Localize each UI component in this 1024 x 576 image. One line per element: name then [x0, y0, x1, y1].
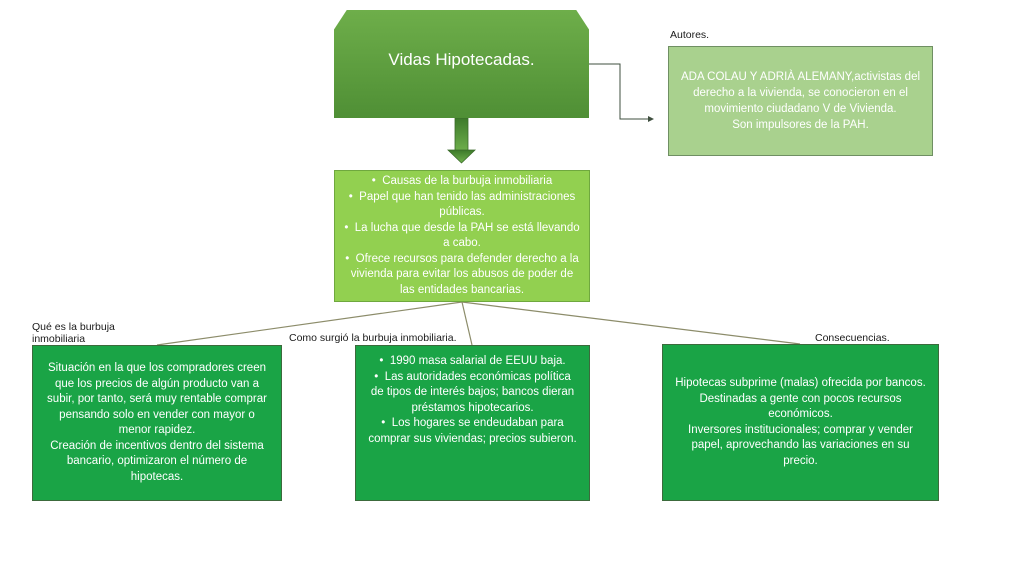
consecuencias-label: Consecuencias.	[815, 332, 890, 344]
que-es-box: Situación en la que los compradores cree…	[32, 345, 282, 501]
que-es-label: Qué es la burbuja inmobiliaria	[32, 321, 115, 345]
down-arrow-icon	[447, 117, 476, 164]
branch-lines	[156, 301, 801, 346]
list-item: La lucha que desde la PAH se está llevan…	[343, 221, 581, 252]
topics-list: Causas de la burbuja inmobiliaria Papel …	[343, 174, 581, 298]
list-item: Ofrece recursos para defender derecho a …	[343, 252, 581, 299]
topics-box: Causas de la burbuja inmobiliaria Papel …	[334, 170, 590, 302]
authors-label: Autores.	[670, 29, 710, 41]
list-item: Papel que han tenido las administracione…	[343, 190, 581, 221]
elbow-arrow-to-authors	[589, 63, 654, 122]
consecuencias-box: Hipotecas subprime (malas) ofrecida por …	[662, 344, 939, 501]
authors-box: ADA COLAU Y ADRIÀ ALEMANY,activistas del…	[668, 46, 933, 156]
como-surgio-box: 1990 masa salarial de EEUU baja. Las aut…	[355, 345, 590, 501]
list-item: Los hogares se endeudaban para comprar s…	[368, 416, 577, 447]
authors-text: ADA COLAU Y ADRIÀ ALEMANY,activistas del…	[680, 71, 921, 131]
como-surgio-label: Como surgió la burbuja inmobiliaria.	[289, 332, 457, 344]
como-surgio-list: 1990 masa salarial de EEUU baja. Las aut…	[368, 354, 577, 447]
title-box: Vidas Hipotecadas.	[334, 10, 589, 118]
list-item: 1990 masa salarial de EEUU baja.	[368, 354, 577, 370]
list-item: Causas de la burbuja inmobiliaria	[343, 174, 581, 190]
consecuencias-text: Hipotecas subprime (malas) ofrecida por …	[675, 377, 926, 467]
list-item: Las autoridades económicas política de t…	[368, 370, 577, 417]
que-es-text: Situación en la que los compradores cree…	[47, 362, 267, 483]
page-title: Vidas Hipotecadas.	[388, 50, 535, 70]
